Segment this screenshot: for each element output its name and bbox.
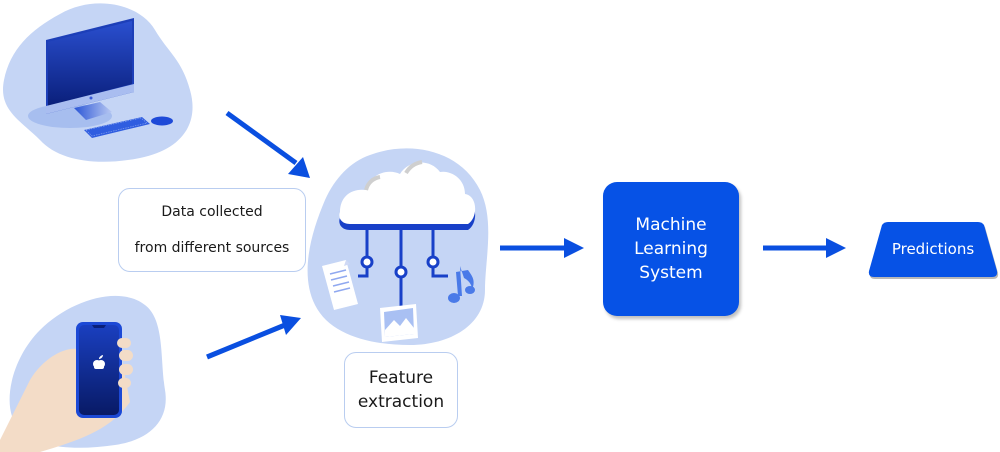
ml-line-1: Machine	[635, 215, 707, 235]
arrow-ml-to-predictions	[763, 238, 846, 258]
label-line-2: extraction	[357, 392, 445, 412]
smartphone-in-hand-icon	[0, 295, 166, 452]
predictions-label: Predictions	[891, 240, 975, 258]
music-note-icon	[448, 266, 475, 303]
apple-logo-icon	[93, 355, 105, 369]
document-icon	[322, 260, 358, 310]
ml-line-3: System	[639, 263, 703, 283]
image-icon	[380, 304, 418, 342]
cloud-network-icon	[307, 148, 489, 345]
ml-line-2: Learning	[634, 239, 708, 259]
data-sources-label: Data collected from different sources	[118, 188, 306, 272]
desktop-source	[0, 0, 220, 170]
phone-source	[0, 290, 170, 452]
predictions-box: Predictions	[866, 221, 1000, 279]
label-line-1: Feature	[368, 368, 434, 388]
feature-extraction-label: Feature extraction	[344, 352, 458, 428]
label-line-2: from different sources	[134, 240, 290, 256]
desktop-computer-icon	[2, 3, 193, 162]
trapezoid-shape	[868, 222, 999, 279]
arrow-phone-to-cloud	[206, 315, 301, 360]
arrow-cloud-to-ml	[500, 238, 584, 258]
feature-extraction-illustration	[300, 140, 500, 350]
machine-learning-system-box: Machine Learning System	[603, 182, 739, 316]
label-line-1: Data collected	[161, 204, 263, 220]
arrow-desktop-to-cloud	[225, 110, 310, 178]
